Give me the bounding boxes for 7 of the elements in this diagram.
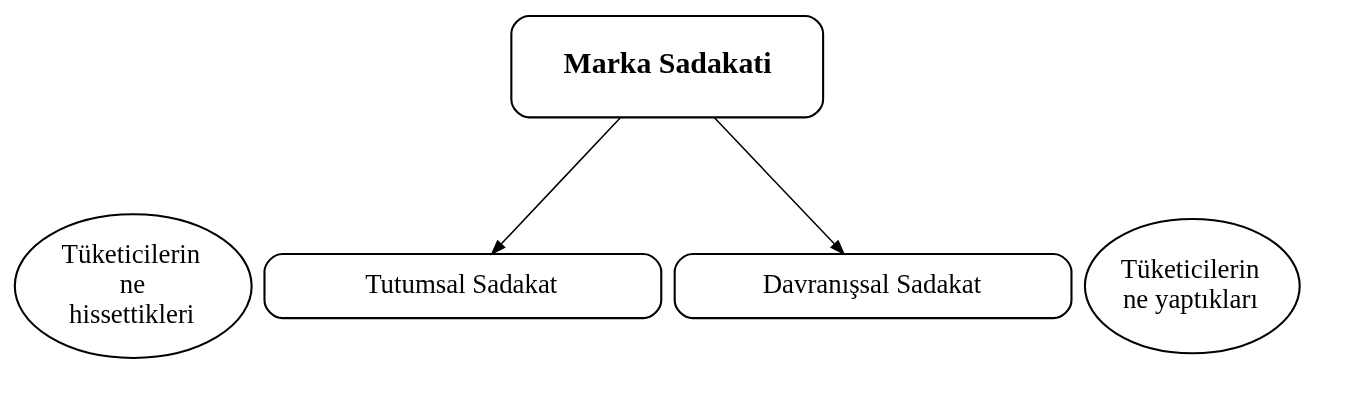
node-ellipse: Tüketicilerin ne hissettikleri bbox=[13, 212, 253, 359]
node-box: Tutumsal Sadakat bbox=[263, 252, 663, 319]
node-ellipse: Tüketicilerin ne yaptıkları bbox=[1083, 217, 1301, 354]
node-box: Marka Sadakati bbox=[510, 14, 825, 118]
arrow bbox=[490, 116, 622, 256]
arrow bbox=[713, 116, 846, 256]
node-box: Davranışsal Sadakat bbox=[673, 252, 1073, 319]
